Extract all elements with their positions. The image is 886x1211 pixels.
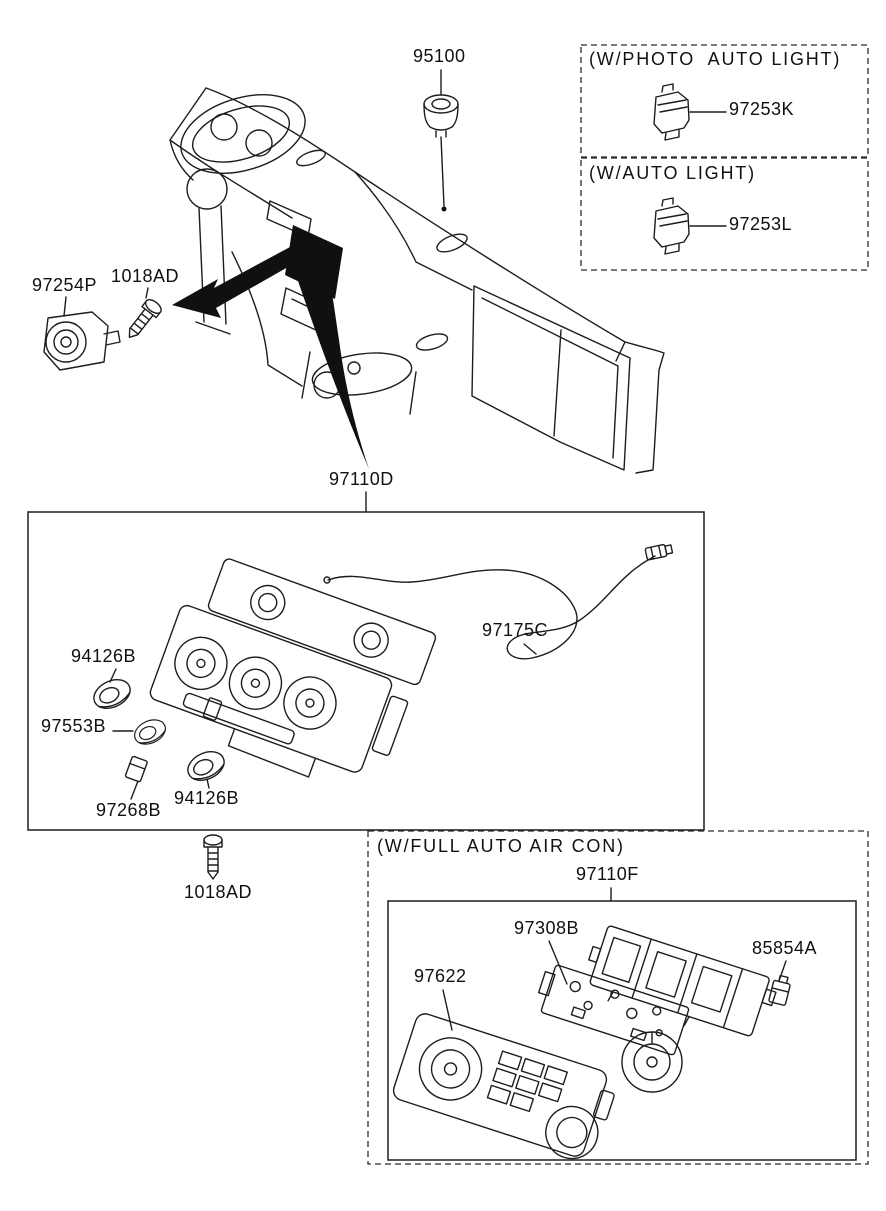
cable-97175C-drawing [323, 543, 674, 660]
screw-1018AD-lower-drawing [203, 834, 223, 880]
screw-1018AD-upper-drawing [121, 296, 165, 344]
leader-97622 [442, 989, 453, 1031]
cap-97268B-drawing [124, 755, 148, 783]
leader-97268B [130, 780, 139, 800]
part-label-97622: 97622 [414, 966, 467, 986]
caption-full-auto-air-con: (W/FULL AUTO AIR CON) [377, 836, 625, 856]
caption-auto-light: (W/AUTO LIGHT) [589, 163, 756, 183]
part-label-1018AD-upper: 1018AD [111, 266, 180, 286]
part-label-97268B: 97268B [96, 800, 162, 820]
part-label-97110D: 97110D [329, 469, 394, 489]
leader-97254P [63, 296, 67, 317]
heater-control-box [27, 511, 705, 831]
leader-95100-dot [441, 206, 447, 212]
knob-94126B-lower-drawing [182, 745, 230, 787]
part-label-95100: 95100 [413, 46, 466, 66]
leader-95100-lower [440, 136, 445, 207]
auto-light-box [580, 157, 869, 271]
leader-94126B-lower [206, 778, 210, 789]
sensor-95100-drawing [423, 94, 459, 138]
leader-1018AD-upper [145, 287, 149, 299]
part-label-85854A: 85854A [752, 938, 818, 958]
leader-97308B [548, 940, 568, 985]
part-label-97175C: 97175C [482, 620, 549, 640]
faceplate-97622-drawing [392, 1013, 615, 1160]
part-label-97110F: 97110F [576, 864, 639, 884]
part-label-97254P: 97254P [32, 275, 98, 295]
photo-auto-light-box [580, 44, 869, 158]
leader-97175C [523, 643, 537, 655]
part-label-94126B-lower: 94126B [174, 788, 240, 808]
part-label-97553B: 97553B [41, 716, 107, 736]
full-auto-inner-box [387, 900, 857, 1161]
switch-97254P-drawing [43, 311, 121, 371]
pointer-arrows [172, 225, 369, 469]
caption-photo-auto-light: (W/PHOTO AUTO LIGHT) [589, 49, 842, 69]
knob-97553B-drawing [130, 714, 170, 750]
full-auto-air-con-box [367, 830, 869, 1165]
heater-control-97110D-drawing [149, 558, 437, 778]
part-label-97253L: 97253L [729, 214, 793, 234]
knob-auto-control-drawing [621, 1031, 683, 1093]
sensor-97253L-drawing [653, 197, 690, 255]
part-label-97308B: 97308B [514, 918, 580, 938]
leader-94126B-upper [109, 668, 117, 683]
part-label-1018AD-lower: 1018AD [184, 882, 253, 902]
part-label-94126B-upper: 94126B [71, 646, 137, 666]
case-97110F-drawing [588, 925, 777, 1037]
sensor-97253K-drawing [653, 83, 690, 141]
dashboard-drawing [169, 87, 665, 474]
leader-85854A [778, 960, 787, 982]
pcb-97308B-drawing [537, 964, 690, 1056]
knob-94126B-upper-drawing [88, 673, 136, 715]
part-label-97253K: 97253K [729, 99, 795, 119]
